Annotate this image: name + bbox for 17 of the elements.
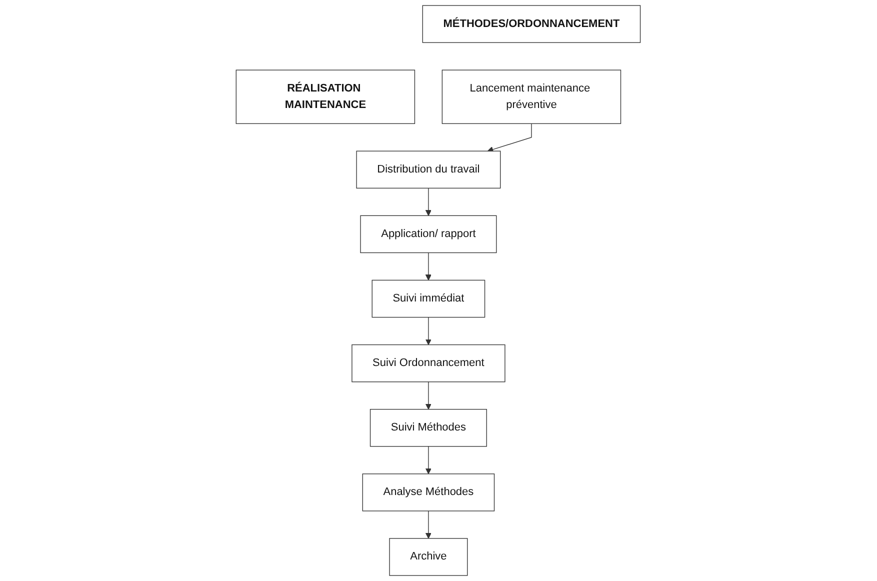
arrow (426, 316, 432, 346)
node-box: MÉTHODES/ORDONNANCEMENT (422, 5, 641, 43)
node-box: Suivi Méthodes (370, 408, 488, 447)
arrow (426, 510, 432, 539)
node-box: Application/ rapport (360, 215, 498, 254)
arrow (426, 446, 432, 474)
arrow (426, 382, 432, 410)
node-box: Lancement maintenance préventive (442, 70, 622, 124)
node-box: Suivi Ordonnancement (352, 344, 506, 382)
node-box: RÉALISATION MAINTENANCE (236, 70, 416, 124)
arrow (426, 252, 432, 280)
node-box: Archive (389, 538, 468, 576)
node-box: Distribution du travail (356, 150, 501, 189)
arrow (488, 123, 532, 152)
node-box: Suivi immédiat (372, 280, 486, 318)
arrow (426, 188, 432, 216)
node-box: Analyse Méthodes (362, 474, 495, 512)
